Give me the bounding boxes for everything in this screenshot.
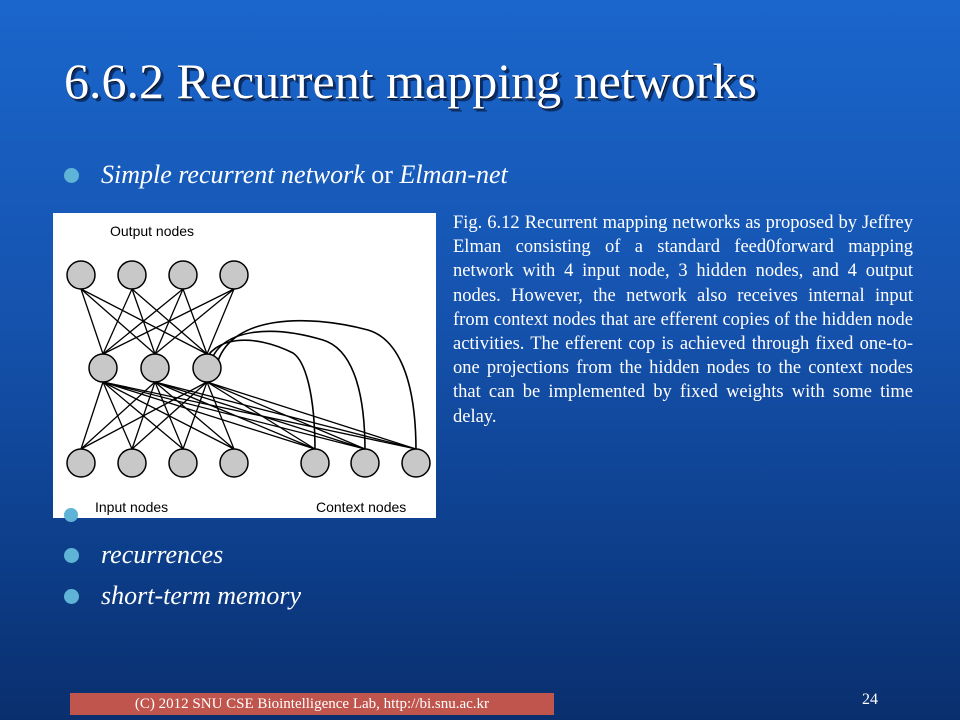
- input-hidden-connection: [206, 381, 235, 450]
- context-hidden-connection: [102, 381, 316, 450]
- bullet-text-memory: short-term memory: [101, 581, 302, 610]
- bullet-dot: [64, 167, 79, 183]
- network-nodes: [66, 260, 431, 478]
- input-hidden-connection: [102, 381, 235, 450]
- hidden-output-connection: [206, 288, 235, 355]
- bullet-dot: [64, 547, 79, 563]
- page-number: 24: [862, 691, 878, 708]
- hidden-node: [192, 353, 222, 383]
- input-node: [117, 448, 147, 478]
- bullet-text-srn: Simple recurrent network: [101, 160, 365, 189]
- input-node: [219, 448, 249, 478]
- connection-lines: [80, 288, 417, 450]
- output-node: [219, 260, 249, 290]
- context-feedback-arrows: [202, 319, 421, 458]
- bullet-dot: [64, 588, 79, 604]
- input-node: [66, 448, 96, 478]
- figure-caption: Fig. 6.12 Recurrent mapping networks as …: [453, 213, 913, 427]
- input-hidden-connection: [102, 381, 133, 450]
- hidden-output-connection: [131, 288, 208, 355]
- context-hidden-connection: [154, 381, 417, 450]
- input-nodes-label: Input nodes: [95, 499, 168, 515]
- context-node: [401, 448, 431, 478]
- output-nodes-label: Output nodes: [110, 223, 194, 239]
- elman-network-figure: Output nodes Input nodes Context nodes: [53, 213, 436, 518]
- hidden-output-connection: [80, 288, 104, 355]
- bullet-elman-net: Simple recurrent network or Elman-net: [64, 160, 508, 190]
- hidden-node: [88, 353, 118, 383]
- hidden-node: [140, 353, 170, 383]
- hidden-output-connection: [182, 288, 208, 355]
- bullet-text-elman: Elman-net: [399, 160, 508, 189]
- context-hidden-connection: [206, 381, 417, 450]
- bullet-short-term-memory: short-term memory: [64, 581, 301, 611]
- network-diagram: Output nodes Input nodes Context nodes: [66, 223, 431, 515]
- input-hidden-connection: [80, 381, 104, 450]
- context-arrow-3: [217, 319, 421, 458]
- context-hidden-connection: [102, 381, 417, 450]
- hidden-output-connection: [80, 288, 208, 355]
- bullet-text-recurrences: recurrences: [101, 540, 224, 569]
- output-node: [117, 260, 147, 290]
- output-node: [66, 260, 96, 290]
- input-hidden-connection: [154, 381, 235, 450]
- context-hidden-connection: [102, 381, 366, 450]
- hidden-output-connection: [80, 288, 156, 355]
- input-hidden-connection: [102, 381, 184, 450]
- input-node: [168, 448, 198, 478]
- context-nodes-label: Context nodes: [316, 499, 406, 515]
- bullet-text-or: or: [364, 160, 400, 189]
- context-arrow-2: [210, 330, 370, 458]
- context-node: [300, 448, 330, 478]
- context-arrow-1: [202, 339, 320, 458]
- context-node: [350, 448, 380, 478]
- partially-hidden-bullet-dot: [64, 508, 78, 522]
- slide-title: 6.6.2 Recurrent mapping networks: [64, 53, 757, 109]
- output-node: [168, 260, 198, 290]
- footer-copyright: (C) 2012 SNU CSE Biointelligence Lab, ht…: [70, 693, 554, 715]
- bullet-recurrences: recurrences: [64, 540, 223, 570]
